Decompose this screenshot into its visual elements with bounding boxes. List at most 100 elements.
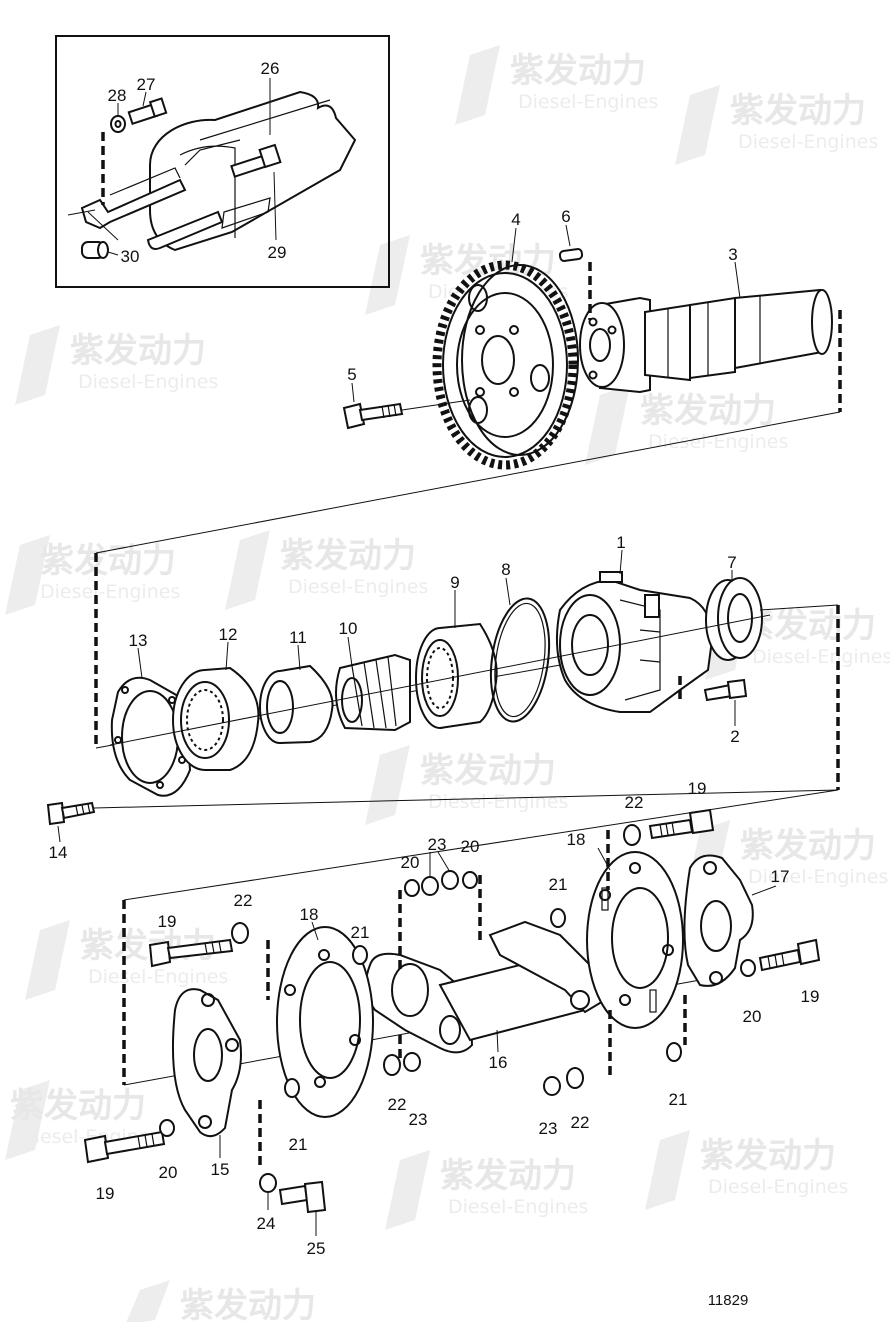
watermark-brand: 紫发动力 (280, 536, 416, 576)
bracket-group (83, 808, 821, 1236)
watermark-sub: Diesel-Engines (428, 791, 568, 813)
callout-1: 1 (616, 533, 625, 552)
gear-group (342, 224, 833, 470)
part-28-washer-hole (114, 120, 122, 128)
watermark-6: 紫发动力 Diesel-Engines (225, 530, 428, 610)
callout-26: 26 (261, 59, 280, 78)
part-22-bushing (623, 824, 641, 846)
document-number: 11829 (708, 1292, 749, 1309)
gear-bolt-hole (475, 325, 485, 335)
part-22-bushing (566, 1067, 584, 1089)
bearing-group (46, 549, 840, 901)
watermark-layer: 紫发动力 Diesel-Engines 紫发动力 Diesel-Engines … (5, 45, 890, 1322)
frame-line-top (95, 411, 841, 554)
part-15-bearing-bracket (171, 988, 242, 1138)
callout-18-right: 18 (567, 830, 586, 849)
callout-10: 10 (339, 619, 358, 638)
watermark-brand: 紫发动力 (700, 1136, 836, 1176)
leader-5 (351, 382, 355, 403)
callout-27: 27 (137, 75, 156, 94)
part-4-gear-teeth (432, 260, 578, 470)
gear-bolt-hole (509, 325, 519, 335)
watermark-10: 紫发动力 Diesel-Engines (25, 920, 228, 1000)
callout-17: 17 (771, 867, 790, 886)
callout-3: 3 (728, 245, 737, 264)
part-27-screw (127, 97, 168, 125)
leader-4 (511, 227, 517, 263)
callout-21-c: 21 (289, 1135, 308, 1154)
watermark-brand: 紫发动力 (10, 1086, 146, 1126)
leader-13 (137, 647, 143, 679)
leader-10 (347, 636, 353, 667)
gear-lightening-hole (530, 364, 550, 392)
frame-line-lower (123, 789, 839, 901)
part-4-gear-hub (481, 335, 515, 385)
watermark-brand: 紫发动力 (420, 241, 556, 281)
part-2-bolt (703, 678, 748, 702)
watermark-15: 紫发动力 (126, 1280, 316, 1322)
part-21-washer (666, 1042, 682, 1062)
watermark-brand: 紫发动力 (70, 331, 206, 371)
bolt-axis (401, 399, 471, 411)
callout-labels: 1 2 3 4 5 6 7 8 9 10 11 12 13 14 15 16 1… (49, 59, 820, 1258)
gear-bolt-hole (475, 387, 485, 397)
leader-27 (142, 91, 147, 107)
callout-23-a: 23 (428, 835, 447, 854)
watermark-5: 紫发动力 Diesel-Engines (585, 385, 788, 465)
part-16-bracket (365, 920, 607, 1054)
callout-22-d: 22 (571, 1113, 590, 1132)
part-18-right-flange (586, 851, 684, 1029)
callout-15: 15 (211, 1160, 230, 1179)
leader-12 (225, 641, 229, 671)
callout-18-left: 18 (300, 905, 319, 924)
gear-lightening-hole (468, 396, 488, 424)
part-14-bolt (46, 801, 96, 826)
watermark-sub: Diesel-Engines (288, 576, 428, 598)
part-19-bolt-top (648, 808, 715, 840)
callout-7: 7 (727, 553, 736, 572)
leader-1 (619, 549, 623, 575)
part-19-bolt-left (148, 938, 234, 968)
watermark-brand: 紫发动力 (420, 751, 556, 791)
part-23-nut (421, 876, 439, 896)
part-20-washer (740, 959, 756, 977)
watermark-sub: Diesel-Engines (752, 646, 890, 668)
watermark-3: 紫发动力 Diesel-Engines (675, 85, 878, 165)
watermark-brand: 紫发动力 (510, 51, 646, 91)
callout-20-a: 20 (401, 853, 420, 872)
callout-22-a: 22 (625, 793, 644, 812)
part-28-washer (110, 115, 126, 133)
part-29-bolt (230, 143, 282, 178)
part-19-bolt-right (758, 938, 821, 972)
part-30-bushing (81, 241, 109, 259)
watermark-14: 紫发动力 Diesel-Engines (645, 1130, 848, 1210)
callout-12: 12 (219, 625, 238, 644)
callout-9: 9 (450, 573, 459, 592)
part-8-o-ring-inner (494, 602, 546, 718)
callout-20-c: 20 (743, 1007, 762, 1026)
watermark-sub: Diesel-Engines (40, 581, 180, 603)
inset-axis-line (67, 209, 96, 216)
callout-19-right: 19 (801, 987, 820, 1006)
leader-17 (751, 885, 777, 896)
part-24-washer (259, 1173, 277, 1193)
callout-22-c: 22 (388, 1095, 407, 1114)
callout-21-d: 21 (669, 1090, 688, 1109)
watermark-brand: 紫发动力 (740, 826, 876, 866)
part-4-gear-back (461, 264, 579, 456)
part-23-nut (403, 1052, 421, 1072)
part-21-washer (352, 945, 368, 965)
callout-13: 13 (129, 631, 148, 650)
leader-23 (429, 851, 451, 878)
frame-line-low (93, 789, 839, 809)
gear-bolt-hole (509, 387, 519, 397)
part-23-nut (441, 870, 459, 890)
callout-29: 29 (268, 243, 287, 262)
leader-6 (565, 224, 571, 247)
frame-line-right (759, 604, 839, 611)
watermark-brand: 紫发动力 (730, 91, 866, 131)
watermark-brand: 紫发动力 (440, 1156, 576, 1196)
callout-19-top: 19 (688, 779, 707, 798)
part-3-shaft (579, 288, 833, 394)
